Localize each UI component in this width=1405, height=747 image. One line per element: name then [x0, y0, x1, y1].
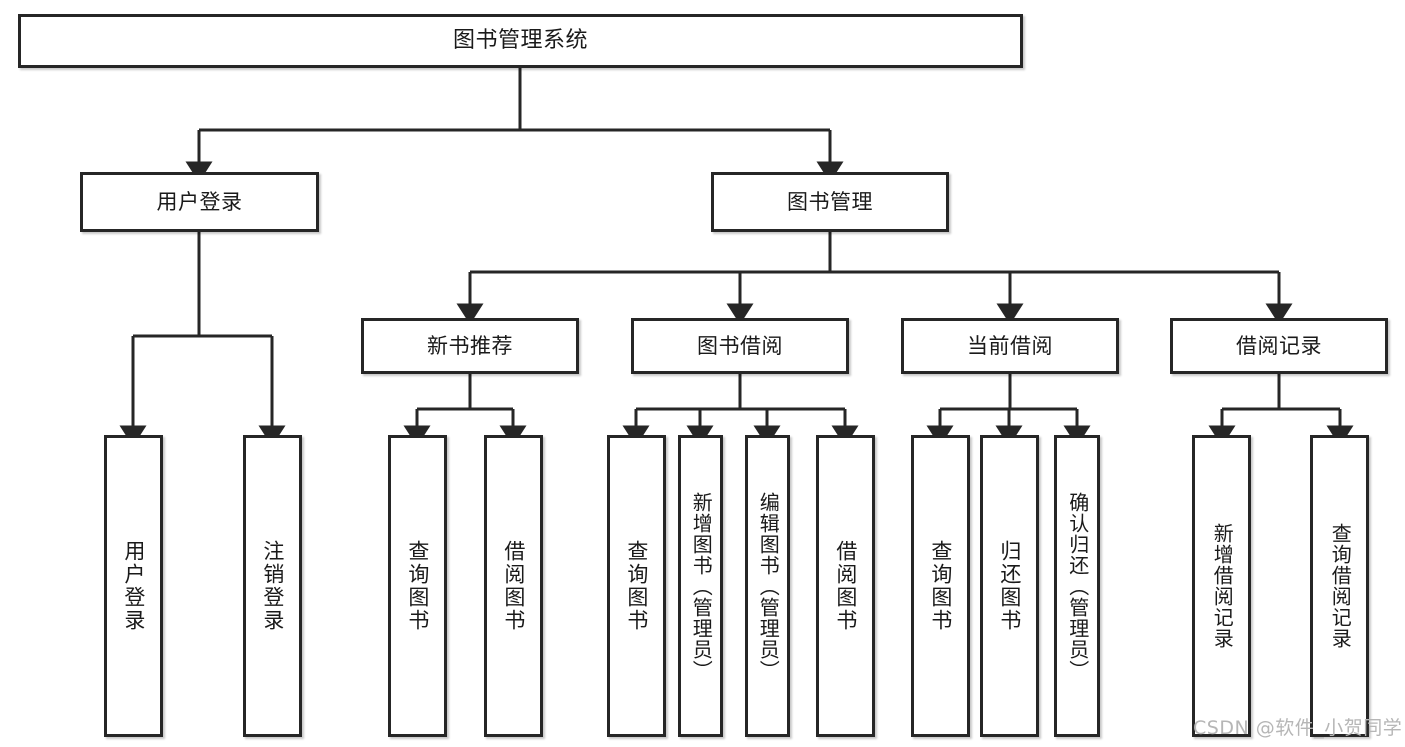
node-user-login[interactable]: 用户登录 [80, 172, 319, 232]
node-new-book-recommend-label: 新书推荐 [427, 333, 513, 358]
leaf-return-book[interactable]: 归还图书 [980, 435, 1039, 737]
node-borrow-record[interactable]: 借阅记录 [1170, 318, 1388, 374]
leaf-add-borrow-record-label: 新增借阅记录 [1210, 523, 1235, 649]
node-book-management[interactable]: 图书管理 [711, 172, 949, 232]
node-root-label: 图书管理系统 [452, 28, 588, 54]
leaf-query-borrow-record[interactable]: 查询借阅记录 [1310, 435, 1369, 737]
leaf-add-borrow-record[interactable]: 新增借阅记录 [1192, 435, 1251, 737]
node-root[interactable]: 图书管理系统 [18, 14, 1023, 68]
leaf-query-book-current[interactable]: 查询图书 [911, 435, 970, 737]
node-borrow-record-label: 借阅记录 [1236, 333, 1322, 358]
node-new-book-recommend[interactable]: 新书推荐 [361, 318, 579, 374]
leaf-edit-book-admin[interactable]: 编辑图书（管理员） [745, 435, 790, 737]
leaf-query-book-borrow-label: 查询图书 [624, 540, 649, 632]
leaf-borrow-book-label: 借阅图书 [833, 540, 858, 632]
leaf-borrow-book-newbook-label: 借阅图书 [501, 540, 526, 632]
leaf-query-book-newbook-label: 查询图书 [405, 540, 430, 632]
leaf-borrow-book[interactable]: 借阅图书 [816, 435, 875, 737]
leaf-confirm-return-admin-label: 确认归还（管理员） [1065, 491, 1090, 681]
leaf-query-borrow-record-label: 查询借阅记录 [1328, 523, 1353, 649]
node-current-borrow[interactable]: 当前借阅 [901, 318, 1119, 374]
leaf-add-book-admin[interactable]: 新增图书（管理员） [678, 435, 723, 737]
node-book-borrow[interactable]: 图书借阅 [631, 318, 849, 374]
watermark: CSDN @软件_小贺同学 [1193, 717, 1403, 739]
leaf-return-book-label: 归还图书 [997, 540, 1022, 632]
leaf-query-book-newbook[interactable]: 查询图书 [388, 435, 447, 737]
leaf-user-login-label: 用户登录 [121, 540, 146, 632]
node-current-borrow-label: 当前借阅 [967, 333, 1053, 358]
leaf-user-login[interactable]: 用户登录 [104, 435, 163, 737]
node-book-borrow-label: 图书借阅 [697, 333, 783, 358]
leaf-query-book-borrow[interactable]: 查询图书 [607, 435, 666, 737]
leaf-logout[interactable]: 注销登录 [243, 435, 302, 737]
leaf-confirm-return-admin[interactable]: 确认归还（管理员） [1054, 435, 1100, 737]
leaf-logout-label: 注销登录 [260, 540, 285, 632]
node-user-login-label: 用户登录 [156, 189, 243, 214]
leaf-add-book-admin-label: 新增图书（管理员） [689, 491, 714, 681]
leaf-borrow-book-newbook[interactable]: 借阅图书 [484, 435, 543, 737]
leaf-edit-book-admin-label: 编辑图书（管理员） [756, 491, 781, 681]
leaf-query-book-current-label: 查询图书 [928, 540, 953, 632]
node-book-management-label: 图书管理 [787, 189, 873, 214]
